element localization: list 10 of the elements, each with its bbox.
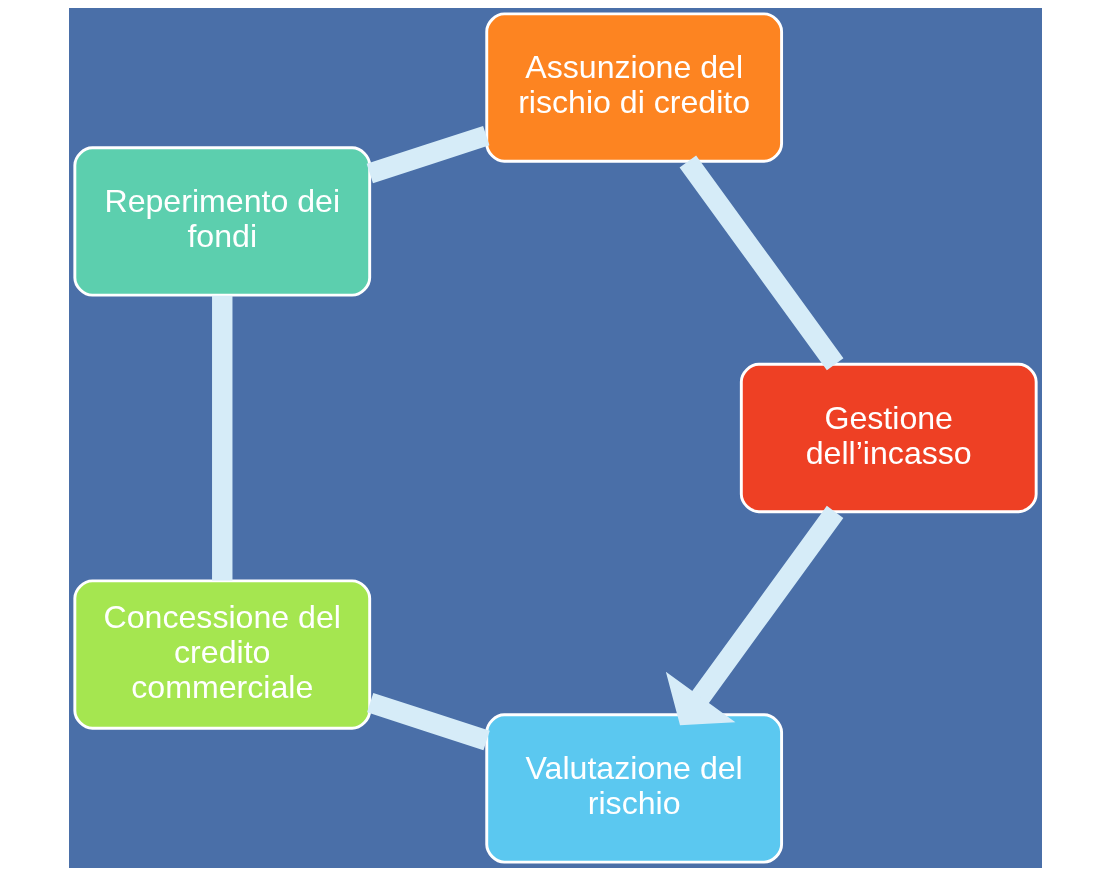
node-box: Concessione del credito commerciale	[73, 579, 372, 730]
connector	[366, 125, 490, 184]
arrow	[665, 505, 844, 726]
node-box: Valutazione del rischio	[485, 713, 784, 864]
connector	[367, 692, 490, 751]
node-box: Reperimento dei fondi	[73, 146, 372, 297]
connector	[212, 295, 233, 581]
node-box: Gestione dell’incasso	[739, 362, 1038, 514]
connector	[679, 155, 844, 371]
node-box: Assunzione del rischio di credito	[485, 12, 784, 163]
